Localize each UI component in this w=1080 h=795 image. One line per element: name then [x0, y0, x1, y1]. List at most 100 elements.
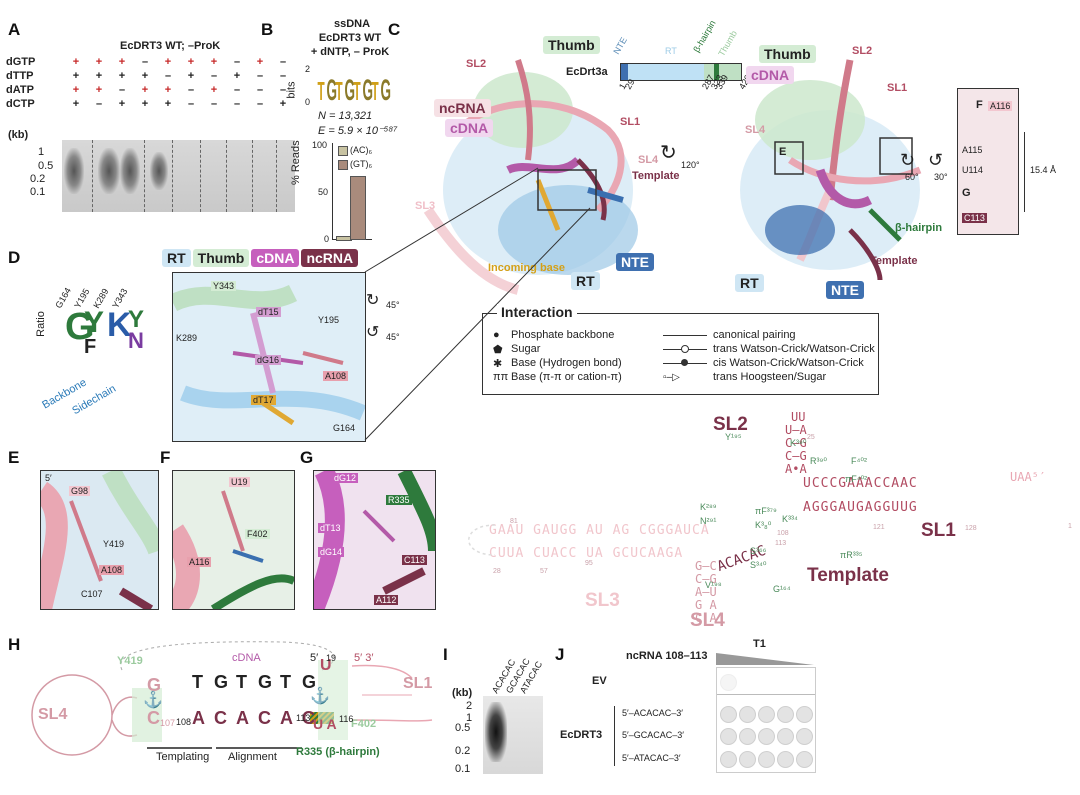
panel-a-sign: –: [279, 56, 287, 68]
ss-sl3-loop: [468, 524, 495, 556]
h-num-113: 113: [296, 713, 311, 723]
ss-number: 81: [510, 518, 518, 525]
h-label-5prime3prime: 5′ 3′: [354, 652, 374, 664]
panel-b-yaxis: [332, 143, 333, 239]
c-label-sl3: SL3: [415, 200, 436, 212]
panel-a-sign: –: [233, 56, 241, 68]
panel-b-legend-gt: (GT)₆: [350, 159, 373, 169]
inset-label-c113: C113: [962, 213, 987, 223]
h-cdna-base: G: [258, 672, 273, 692]
e-label-5prime: 5′: [45, 473, 52, 483]
ss-sl2-pair: U–A: [785, 423, 807, 437]
panel-j-header: ncRNA 108–113: [626, 650, 708, 662]
c2-label-rt: RT: [735, 274, 764, 292]
ss-residue: πF⁴⁰²: [845, 474, 868, 484]
panel-a-sign: +: [95, 56, 103, 68]
legend-item-hoogsteen: ▫–▷trans Hoogsteen/Sugar: [663, 371, 827, 383]
panel-j-row-seq: 5′–GCACAC–3′: [622, 730, 684, 740]
panel-a-sign: –: [256, 98, 264, 110]
zoom-label-dt17: dT17: [251, 395, 276, 405]
c2-label-nte: NTE: [826, 281, 864, 299]
h-template-base: C: [214, 708, 227, 728]
colony-spot: [796, 728, 813, 745]
panel-i-kb: (kb): [452, 687, 473, 699]
ss-label-sl4: SL4: [690, 610, 725, 631]
zoom-label-dt15: dT15: [256, 307, 281, 317]
g-label-dg14: dG14: [318, 547, 345, 557]
panel-a-sign: +: [141, 98, 149, 110]
c2-rotate-icon-a: ↻: [900, 150, 916, 170]
panel-a-sign: –: [279, 84, 287, 96]
panel-d-letter: D: [8, 248, 21, 267]
ss-left-top: GAAU GAUGG AU AG CGGGAUCA: [489, 523, 710, 538]
colony-spot: [758, 751, 775, 768]
inset-label-a115: A115: [962, 145, 983, 155]
panel-a-sign: –: [164, 70, 172, 82]
c-label-sl2: SL2: [466, 58, 487, 70]
c-label-sl1: SL1: [620, 116, 641, 128]
panel-b-title-1: ssDNA: [333, 18, 371, 30]
d-rotate-icon-1: ↻: [366, 292, 380, 309]
ss-residue: πR³³⁵: [840, 550, 863, 560]
c-rotate-icon-1: ↻: [660, 142, 677, 164]
panel-a-sign: +: [118, 98, 126, 110]
ss-sl4-pair: C–G: [695, 572, 717, 586]
h-label-y419: Y419: [117, 655, 143, 667]
logo-letter: G: [326, 74, 337, 107]
panel-j-t1: T1: [753, 638, 766, 650]
logo-letter: T: [371, 76, 379, 106]
c-label-cdna: cDNA: [445, 119, 494, 137]
panel-a-sign: –: [233, 84, 241, 96]
ss-number: 108: [777, 530, 789, 537]
g-label-dt13: dT13: [318, 523, 343, 533]
h-cdna-base: T: [280, 672, 291, 692]
panel-b-ytick-100: 100: [312, 140, 328, 150]
colony-spot: [720, 751, 737, 768]
c2-label-sl4: SL4: [745, 124, 766, 136]
panel-i-letter: I: [443, 645, 448, 664]
domain-nte: [621, 64, 628, 80]
panel-i-gel: [483, 696, 543, 774]
ss-residue: R³⁹⁰: [810, 456, 827, 466]
domain-thumb-a: [704, 64, 714, 80]
h-base-ua: U A: [313, 716, 337, 732]
panel-a-sign: +: [164, 98, 172, 110]
h-cdna-base: G: [214, 672, 229, 692]
domain-beta-hairpin: [714, 64, 719, 80]
panel-a-sign: +: [233, 70, 241, 82]
panel-a-row-label: dATP: [6, 84, 34, 96]
c-rotation-1: 120°: [681, 160, 700, 170]
e-label-a108: A108: [99, 565, 125, 575]
panel-i-ladder-tick: 0.2: [455, 745, 471, 757]
panel-i-ladder-tick: 2: [466, 700, 473, 712]
panel-a-sign: +: [279, 98, 287, 110]
h-label-templating: Templating: [156, 751, 210, 763]
panel-e-render: 5′ G98 Y419 A108 C107: [40, 470, 159, 610]
panel-b-bar-gt: [350, 176, 366, 240]
d-rotate-icon-2: ↺: [366, 324, 380, 341]
panel-b-legend-swatch-ac: [338, 146, 348, 156]
panel-a-sign: –: [256, 84, 264, 96]
panel-a-sign: +: [210, 56, 218, 68]
g-label-a112: A112: [374, 595, 399, 605]
panel-b-title-3: + dNTP, – ProK: [310, 46, 390, 58]
panel-a-sign: +: [187, 70, 195, 82]
colony-spot: [758, 706, 775, 723]
panel-a-sign: –: [210, 98, 218, 110]
ss-residue: K²⁸⁹: [700, 502, 717, 512]
panel-a-sign: –: [141, 56, 149, 68]
panel-c-letter: C: [388, 20, 401, 39]
panel-g-letter: G: [300, 448, 314, 467]
panel-a-sign: –: [279, 70, 287, 82]
panel-j-letter: J: [555, 645, 565, 664]
chip-ncrna: ncRNA: [301, 249, 359, 267]
h-label-r335: R335 (β-hairpin): [296, 746, 380, 758]
panel-a-sign: +: [256, 56, 264, 68]
logo-letter: G: [344, 74, 355, 107]
zoom-label-a108: A108: [323, 371, 349, 381]
g-label-c113: C113: [402, 555, 427, 565]
panel-b-bits-label: bits: [285, 81, 298, 99]
panel-a-ladder-tick: 0.5: [38, 160, 54, 172]
panel-a-sign: +: [187, 56, 195, 68]
